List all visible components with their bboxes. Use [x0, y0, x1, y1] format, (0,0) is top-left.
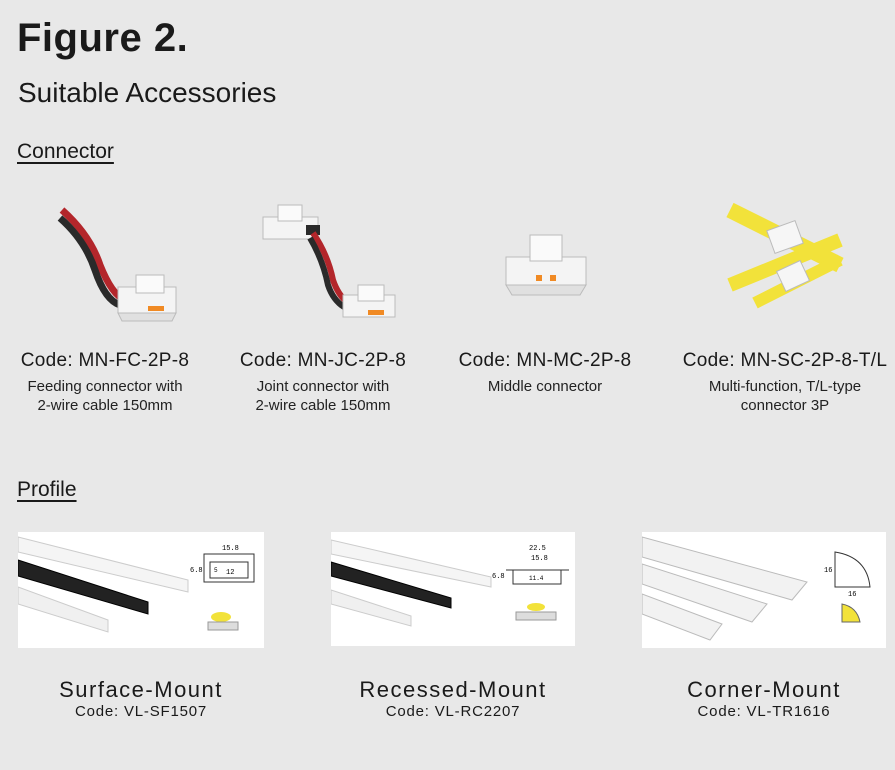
connector-image-t-type [680, 195, 890, 335]
profile-name: Corner-Mount [687, 677, 841, 702]
section-heading-profile: Profile [17, 478, 77, 501]
profile-code: Code: VL-RC2207 [385, 703, 521, 720]
connector-card: Code: MN-SC-2P-8-T/L Multi-function, T/L… [680, 195, 890, 414]
profile-card: 16 16 Corner-Mount Code: VL-TR1616 [641, 532, 886, 720]
connector-code: Code: MN-FC-2P-8 [20, 350, 190, 371]
dimension-height: 6.8 [190, 567, 203, 575]
dimension-width: 22.5 [529, 545, 546, 553]
connector-image-feeding [0, 195, 210, 335]
connector-card: Code: MN-MC-2P-8 Middle connector [440, 195, 650, 395]
connector-code: Code: MN-JC-2P-8 [239, 350, 407, 371]
connector-description: Multi-function, T/L-type connector 3P [708, 378, 862, 414]
connector-code: Code: MN-MC-2P-8 [458, 350, 632, 371]
profile-card: 22.5 15.8 6.8 11.4 Recessed-Mount Code: … [330, 532, 575, 720]
connector-image-middle [440, 195, 650, 335]
profile-name: Surface-Mount [59, 677, 223, 702]
dimension-inner: 12 [226, 569, 234, 577]
dimension-height: 16 [824, 567, 832, 575]
figure-title: Figure 2. [17, 16, 189, 60]
profile-image-recessed: 22.5 15.8 6.8 11.4 [330, 532, 575, 646]
profile-code: Code: VL-TR1616 [697, 703, 831, 720]
dimension-width: 16 [848, 591, 856, 599]
profile-card: 15.8 12 6.8 5 Surface-Mount Code: VL-SF1… [17, 532, 264, 720]
connector-card: Code: MN-FC-2P-8 Feeding connector with … [0, 195, 210, 414]
connector-code: Code: MN-SC-2P-8-T/L [682, 350, 888, 371]
profile-name: Recessed-Mount [359, 677, 547, 702]
dimension-depth: 11.4 [529, 575, 544, 582]
dimension-height: 6.8 [492, 573, 505, 581]
figure-subtitle: Suitable Accessories [18, 77, 277, 108]
connector-description: Joint connector with 2-wire cable 150mm [255, 378, 391, 414]
connector-description: Feeding connector with 2-wire cable 150m… [27, 378, 183, 414]
section-heading-connector: Connector [17, 140, 114, 163]
profile-image-corner: 16 16 [641, 532, 886, 648]
dimension-depth: 5 [214, 567, 218, 574]
connector-card: Code: MN-JC-2P-8 Joint connector with 2-… [218, 195, 428, 414]
connector-description: Middle connector [487, 378, 603, 395]
dimension-inner: 15.8 [531, 555, 548, 563]
connector-image-joint [218, 195, 428, 335]
profile-image-surface: 15.8 12 6.8 5 [17, 532, 264, 648]
dimension-width: 15.8 [222, 545, 239, 553]
profile-code: Code: VL-SF1507 [74, 703, 208, 720]
